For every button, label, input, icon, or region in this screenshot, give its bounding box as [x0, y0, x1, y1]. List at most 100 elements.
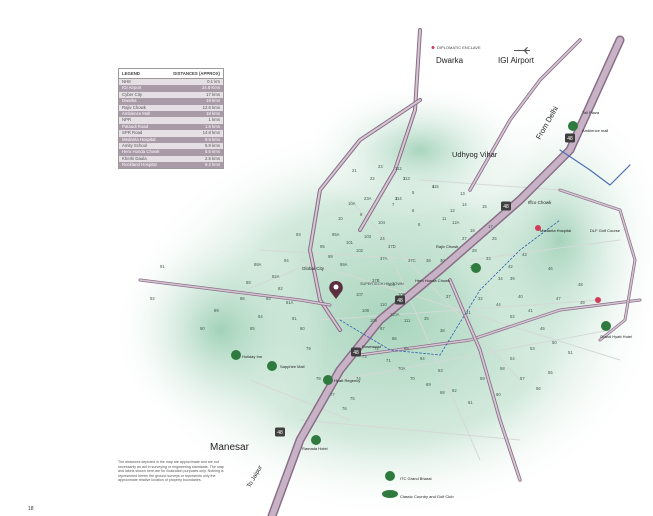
sector-label: 76: [342, 406, 347, 411]
sector-label: 1: [395, 166, 398, 171]
sector-label: 32: [478, 296, 483, 301]
sector-label: 93: [296, 232, 301, 237]
legend-place: Amity School: [122, 142, 148, 148]
sector-label: 110A: [390, 312, 400, 317]
sector-label: 94: [284, 258, 289, 263]
sector-label: 2: [403, 176, 406, 181]
sector-label: 79: [306, 346, 311, 351]
legend-distance: 1.6 kms: [204, 123, 220, 129]
sector-label: 21: [352, 168, 357, 173]
sector-label: 88A: [254, 262, 262, 267]
legend-place: NPR: [122, 117, 132, 123]
sector-label: 17: [488, 224, 493, 229]
sector-label: 37A: [380, 256, 388, 261]
sector-label: 78: [316, 376, 321, 381]
sector-label: 15: [482, 204, 487, 209]
sector-label: 113: [403, 176, 410, 181]
sapphire-icon: [267, 361, 277, 371]
major-roads: [138, 28, 642, 516]
school-icon: [471, 263, 481, 273]
ramada-icon: [311, 435, 321, 445]
sector-label: 25: [492, 236, 497, 241]
sector-label: 43: [522, 252, 527, 257]
sector-label: 23: [378, 164, 383, 169]
nh48-badge-text: 48: [277, 430, 283, 436]
legend-distance: 1 kms: [208, 117, 220, 123]
legend-distance: 9.2 kms: [204, 162, 220, 168]
sector-label: 86: [240, 296, 245, 301]
sector-label: 8: [418, 222, 421, 227]
holiday-inn-label: Holiday Inn: [242, 354, 262, 359]
sector-label: 71: [386, 358, 391, 363]
legend-distance: 2.5 kms: [204, 155, 220, 161]
legend-place: Cyber City: [122, 91, 143, 97]
medanta-icon: [535, 225, 541, 231]
sector-label: 47: [556, 296, 561, 301]
sector-label: 59: [480, 376, 485, 381]
sector-label: 82A: [272, 274, 280, 279]
sector-label: 112: [395, 166, 402, 171]
poi-icons: [231, 47, 611, 498]
legend-distance: 24.8 Kms: [201, 85, 220, 91]
nh48-badge: 48: [275, 427, 285, 437]
legend-header: LEGEND DISTANCES (APPROX): [119, 69, 223, 79]
legend-place: NH8: [122, 79, 131, 84]
sector-label: 95A: [332, 232, 340, 237]
sector-label: 85: [250, 326, 255, 331]
sector-label: 108: [362, 308, 370, 313]
golf-club-icon: [382, 490, 398, 498]
classic-golf-label: Classic Country and Golf Club: [400, 494, 454, 499]
sector-label: 30: [440, 258, 445, 263]
sector-label: 63: [438, 368, 443, 373]
sector-label: 64: [420, 356, 425, 361]
sector-label: 51: [568, 350, 573, 355]
rajiv-chowk-label: Rajiv Chowk: [436, 244, 458, 249]
project-location-marker[interactable]: [329, 281, 343, 299]
legend-place: Rajiv Chowk: [122, 104, 146, 110]
ramada-label: Ramada Hotel: [302, 446, 328, 451]
sector-label: 80: [300, 326, 305, 331]
sector-label: 82: [278, 286, 283, 291]
global-city-label: Global City: [302, 266, 325, 271]
sector-label: 10: [338, 216, 343, 221]
sector-label: 61: [468, 400, 473, 405]
sector-label: 13: [460, 191, 465, 196]
grand-hyatt-label: Grand Hyatt Hotel: [600, 334, 632, 339]
sector-label: 45: [540, 326, 545, 331]
hero-honda-label: Hero Honda Chowk: [415, 278, 450, 283]
grand-hyatt-icon: [601, 321, 611, 331]
sector-label: 54: [510, 356, 515, 361]
itc-label: ITC Grand Bharat: [400, 476, 432, 481]
metro-line: [339, 219, 561, 356]
sector-label: 9: [360, 212, 363, 217]
legend-place: Rockland Hospital: [122, 162, 157, 168]
legend-place: SPR Road: [122, 130, 143, 136]
medanta-label: Medanta Hospital: [540, 228, 571, 233]
sector-label: 53: [530, 346, 535, 351]
dwarka-label: Dwarka: [436, 56, 464, 65]
sector-label: 48: [578, 282, 583, 287]
legend-distance: 5.6 kms: [204, 149, 220, 155]
sector-label: 28: [472, 248, 477, 253]
sector-label: 95: [320, 244, 325, 249]
sector-label: 99: [328, 254, 333, 259]
sector-label: 55: [548, 370, 553, 375]
legend-distance: 18 kms: [206, 110, 220, 116]
sector-label: 58: [500, 366, 505, 371]
sector-label: 37C: [408, 258, 416, 263]
sector-label: 41: [528, 308, 533, 313]
sector-label: 91: [160, 264, 165, 269]
legend-distance: 14.8 kms: [202, 130, 220, 136]
legend-distance: 19 kms: [206, 98, 220, 104]
sector-label: 101: [346, 240, 354, 245]
legend-distance: 0.1 km: [207, 79, 220, 84]
sector-label: 83: [266, 296, 271, 301]
